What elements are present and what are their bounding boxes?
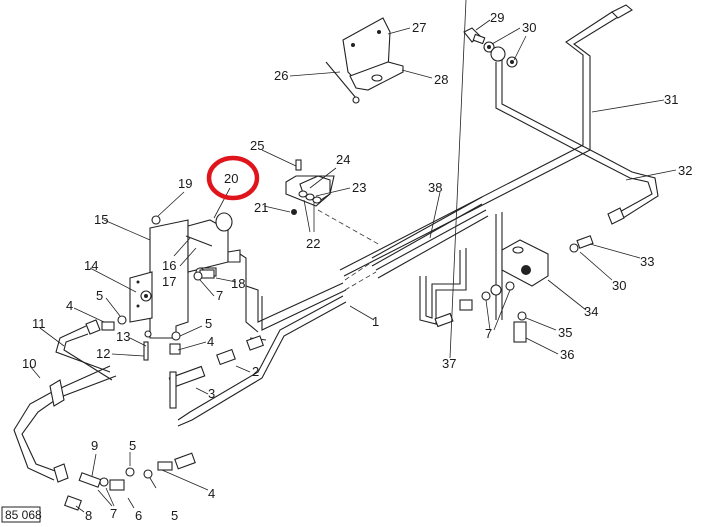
- banjo-fitting-29-30: [463, 27, 518, 68]
- label-13[interactable]: 13: [116, 329, 130, 344]
- label-35[interactable]: 35: [558, 325, 572, 340]
- label-4[interactable]: 4: [207, 334, 214, 349]
- clip-connector-22-24: [285, 159, 335, 215]
- label-19[interactable]: 19: [178, 176, 192, 191]
- label-37[interactable]: 37: [442, 356, 456, 371]
- valve-block: [129, 212, 259, 339]
- label-4[interactable]: 4: [208, 486, 215, 501]
- hose-11: [55, 319, 113, 381]
- label-26[interactable]: 26: [274, 68, 288, 83]
- label-34[interactable]: 34: [584, 304, 598, 319]
- reference-number: 85 068: [5, 508, 42, 522]
- label-15[interactable]: 15: [94, 212, 108, 227]
- reference-number-box: 85 068: [1, 506, 42, 523]
- label-7[interactable]: 7: [485, 326, 492, 341]
- label-23[interactable]: 23: [352, 180, 366, 195]
- label-6[interactable]: 6: [135, 508, 142, 523]
- leader-lines: [29, 0, 677, 513]
- label-29[interactable]: 29: [490, 10, 504, 25]
- label-24[interactable]: 24: [336, 152, 350, 167]
- label-10[interactable]: 10: [22, 356, 36, 371]
- label-7[interactable]: 7: [216, 288, 223, 303]
- fittings: [64, 269, 264, 511]
- label-14[interactable]: 14: [84, 258, 98, 273]
- label-33[interactable]: 33: [640, 254, 654, 269]
- label-22[interactable]: 22: [306, 236, 320, 251]
- label-28[interactable]: 28: [434, 72, 448, 87]
- label-7[interactable]: 7: [110, 506, 117, 521]
- label-30[interactable]: 30: [612, 278, 626, 293]
- label-31[interactable]: 31: [664, 92, 678, 107]
- label-30[interactable]: 30: [522, 20, 536, 35]
- pipe-31: [339, 4, 633, 277]
- label-1[interactable]: 1: [372, 314, 379, 329]
- label-20[interactable]: 20: [224, 171, 238, 186]
- label-38[interactable]: 38: [428, 180, 442, 195]
- label-21[interactable]: 21: [254, 200, 268, 215]
- label-32[interactable]: 32: [678, 163, 692, 178]
- label-5[interactable]: 5: [129, 438, 136, 453]
- mounting-bracket: [325, 17, 404, 104]
- pipe-32: [495, 60, 659, 225]
- label-3[interactable]: 3: [208, 386, 215, 401]
- label-16[interactable]: 16: [162, 258, 176, 273]
- highlight-circle-part-20: [206, 155, 260, 201]
- label-8[interactable]: 8: [85, 508, 92, 523]
- distributor-block-34: [434, 235, 594, 343]
- label-5[interactable]: 5: [96, 288, 103, 303]
- label-9[interactable]: 9: [91, 438, 98, 453]
- label-18[interactable]: 18: [231, 276, 245, 291]
- label-11[interactable]: 11: [32, 316, 46, 331]
- label-36[interactable]: 36: [560, 347, 574, 362]
- pipe-1: [177, 282, 347, 427]
- label-5[interactable]: 5: [171, 508, 178, 523]
- label-2[interactable]: 2: [252, 364, 259, 379]
- hose-10: [13, 365, 117, 483]
- pipe-bundle-38: [371, 196, 503, 325]
- label-17[interactable]: 17: [162, 274, 176, 289]
- label-12[interactable]: 12: [96, 346, 110, 361]
- label-27[interactable]: 27: [412, 20, 426, 35]
- part-labels: 1 2 3 4 4 4 5 5 5 5 6 7 7 7 8 9 10 11 12…: [22, 10, 692, 523]
- label-25[interactable]: 25: [250, 138, 264, 153]
- label-4[interactable]: 4: [66, 298, 73, 313]
- label-5[interactable]: 5: [205, 316, 212, 331]
